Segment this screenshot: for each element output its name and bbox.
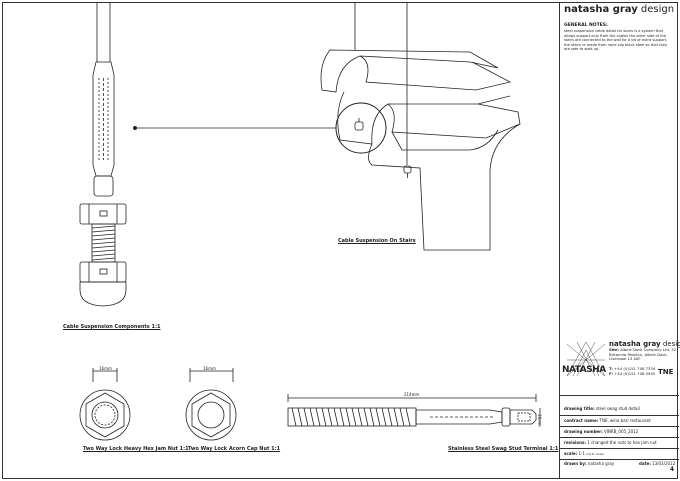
contact-numbers: T: +44 (0)151 708 7334 F: +44 (0)151 708…	[609, 366, 655, 376]
date-value: 13/03/2012	[652, 461, 676, 466]
brand-header: natasha gray design	[564, 4, 674, 15]
site-label: Site:	[609, 347, 619, 352]
label-cable-suspension-on-stairs: Cable Suspension On Stairs	[338, 238, 416, 244]
notes-text: steel suspension cable detail for stairs…	[564, 29, 668, 52]
divider	[560, 448, 679, 449]
logo-word: NATASHA	[562, 365, 606, 375]
tel-number: +44 (0)151 708 7334	[614, 366, 656, 371]
brand-rest: design	[637, 4, 675, 15]
row-drawn-by: drawn by: natasha gray	[564, 461, 614, 466]
scale-value: 1:1	[578, 451, 585, 456]
label-swag-stud-terminal: Stainless Steel Swag Stud Terminal 1:1	[448, 446, 559, 452]
fax-label: F:	[609, 371, 613, 376]
title-block: natasha gray design GENERAL NOTES: steel…	[559, 2, 680, 479]
brand-secondary: natasha gray design	[609, 340, 680, 348]
contract-value: TNE, wine bar/ restaurant	[599, 418, 651, 423]
scale-label: scale:	[564, 451, 578, 456]
dim-acorn-width: 16mm	[203, 366, 216, 371]
fax-number: +44 (0)151 708 0955	[614, 371, 656, 376]
row-date: date: 13/03/2012	[639, 461, 675, 466]
swag-stud-elevation	[287, 394, 541, 427]
brand-bold: natasha gray	[564, 4, 638, 15]
divider	[560, 437, 679, 438]
notes-title: GENERAL NOTES:	[564, 23, 608, 28]
tel-label: T:	[609, 366, 613, 371]
acorn-nut-elevation	[185, 368, 237, 441]
technical-drawing	[79, 3, 541, 441]
drawing-number-value: VINRB_005_2012	[604, 429, 639, 434]
contract-label: contract name:	[564, 418, 599, 423]
divider	[560, 459, 679, 460]
label-acorn-cap-nut: Two Way Lock Acorn Cap Nut 1:1	[188, 446, 281, 452]
hex-nut-elevation	[79, 368, 131, 441]
divider	[560, 415, 679, 416]
row-revisions: revisions: 1 changed the nuts to hex jam…	[564, 440, 657, 445]
client-logo: TNE	[658, 368, 674, 376]
scale-note: not to scale	[586, 452, 604, 456]
row-scale: scale: 1:1 not to scale	[564, 451, 604, 456]
dim-stud-length: 214mm	[404, 392, 420, 397]
drawn-value: natasha gray	[587, 461, 615, 466]
site-text: Albert Dock Company Ltd, 32 Britannia Pa…	[609, 347, 677, 362]
cable-component-stack	[79, 3, 127, 307]
drawn-label: drawn by:	[564, 461, 587, 466]
brand2-bold: natasha gray	[609, 340, 661, 348]
studio-logo-icon	[566, 341, 606, 377]
date-label: date:	[639, 461, 651, 466]
drawing-title-value: steel swag stud detail	[595, 406, 640, 411]
revisions-label: revisions:	[564, 440, 586, 445]
site-address: Site: Albert Dock Company Ltd, 32 Britan…	[609, 347, 677, 362]
row-drawing-title: drawing title: steel swag stud detail	[564, 406, 640, 411]
divider	[560, 395, 679, 396]
brand2-rest: design	[662, 340, 680, 348]
drawing-number-label: drawing number:	[564, 429, 603, 434]
dim-hex-width: 16mm	[99, 366, 112, 371]
revisions-value: 1 changed the nuts to hex jam nut	[587, 440, 657, 445]
label-cable-suspension-components: Cable Suspension Components 1:1	[63, 324, 161, 330]
divider	[560, 426, 679, 427]
row-drawing-number: drawing number: VINRB_005_2012	[564, 429, 638, 434]
page-number: 4	[669, 466, 674, 473]
dim-stud-diameter: 16mm	[537, 414, 542, 427]
label-hex-jam-nut: Two Way Lock Heavy Hex Jam Nut 1:1	[83, 446, 189, 452]
row-contract: contract name: TNE, wine bar/ restaurant	[564, 418, 651, 423]
stairs-illustration	[320, 3, 521, 251]
drawing-title-label: drawing title:	[564, 406, 595, 411]
